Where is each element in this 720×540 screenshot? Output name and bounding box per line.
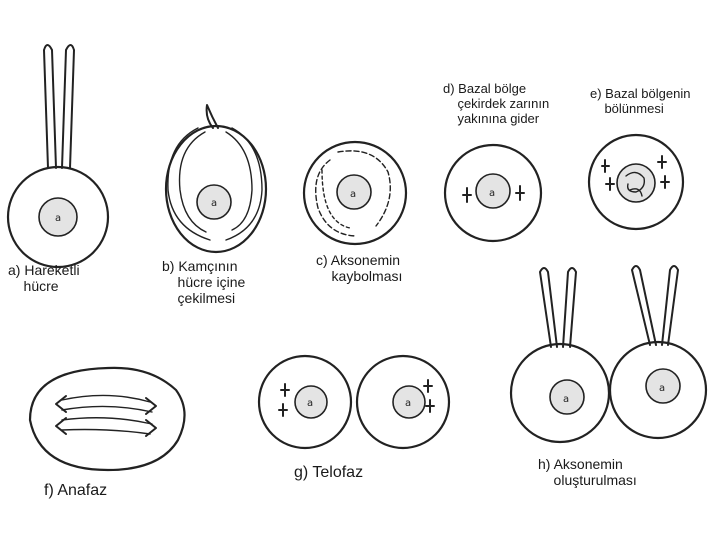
cell-g-telophase: a a [257, 354, 451, 450]
label-f: f) Anafaz [44, 482, 108, 499]
cell-a-motile: a [6, 44, 110, 269]
cell-d-basal-body: a [443, 143, 543, 243]
label-h: h) Aksonemin oluşturulması [538, 456, 637, 489]
cell-c-axoneme-loss: a [302, 140, 408, 246]
label-c: c) Aksonemin kaybolması [316, 252, 403, 285]
cell-h-axoneme-formation: a a [509, 265, 708, 444]
svg-text:a: a [350, 189, 356, 200]
label-g: g) Telofaz [294, 464, 364, 481]
svg-text:a: a [211, 198, 217, 209]
svg-text:a: a [563, 394, 569, 405]
svg-text:a: a [405, 398, 411, 409]
cell-b-retracting: a [164, 104, 268, 254]
cell-e-basal-division [587, 133, 685, 231]
svg-text:a: a [307, 398, 313, 409]
label-e: e) Bazal bölgenin bölünmesi [590, 86, 691, 116]
label-b: b) Kamçının hücre içine çekilmesi [162, 258, 246, 307]
label-a: a) Hareketli hücre [8, 262, 80, 295]
svg-text:a: a [489, 188, 495, 199]
svg-text:a: a [55, 213, 61, 224]
label-d: d) Bazal bölge çekirdek zarının yakınına… [443, 81, 550, 126]
cell-f-anaphase [28, 366, 186, 472]
svg-text:a: a [659, 383, 665, 394]
